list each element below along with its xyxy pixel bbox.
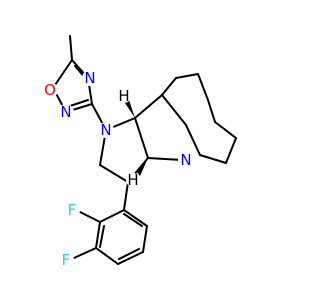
svg-text:N: N: [100, 121, 111, 139]
bond-cage-top: [175, 73, 199, 79]
atom-h-lower: H: [126, 171, 140, 189]
bond-right-1: [207, 99, 216, 123]
wedge-h-lower: [137, 158, 148, 176]
svg-text:O: O: [44, 81, 56, 99]
bond-o1-c5: [52, 59, 73, 89]
atom-f-upper: F: [64, 201, 80, 219]
atom-labels: N O N N H N H: [42, 69, 194, 269]
bond-ar-c4-c5: [117, 251, 144, 265]
atom-o-oxadiazole: O: [42, 81, 58, 99]
svg-text:H: H: [118, 87, 129, 105]
bond-c7-bridgehead: [161, 77, 177, 96]
bond-bridge-to-n: [185, 124, 201, 156]
bond-cage-top-right: [197, 73, 209, 101]
bond-c7-bridge: [161, 94, 187, 126]
bond-ar-c1-c2: [99, 209, 125, 223]
bond-f-upper: [79, 211, 101, 223]
svg-text:H: H: [127, 171, 138, 189]
svg-text:N: N: [84, 69, 95, 87]
bond-c7a-c7: [134, 94, 163, 119]
molecule-structure: N O N N H N H: [42, 35, 237, 269]
stereo-bonds: [125, 100, 148, 176]
atom-h-upper: H: [117, 87, 131, 105]
atom-n-pyrrolidine: N: [98, 121, 114, 139]
bond-ar-c6-c1-double: [123, 213, 143, 227]
atom-n-quinuclidine: N: [178, 151, 194, 169]
bond-c2-c3: [99, 164, 129, 183]
atom-n-oxadiazole-bottom: N: [58, 103, 74, 121]
bond-right-2: [214, 121, 237, 139]
bond-methyl: [69, 35, 73, 61]
svg-text:F: F: [68, 201, 77, 219]
molecule-canvas: N O N N H N H: [42, 35, 237, 269]
atom-n-oxadiazole-top: N: [82, 69, 98, 87]
bond-ar-c3-c4: [95, 247, 119, 265]
svg-text:N: N: [180, 151, 191, 169]
bond-c3-aryl: [123, 181, 129, 211]
bond-c3a-nq: [147, 157, 183, 161]
bonds: [52, 35, 237, 265]
bond-ar-c4-c5-double: [118, 248, 140, 260]
bond-right-to-n: [199, 154, 227, 164]
bond-ar-c2-c3: [95, 221, 101, 249]
wedge-h-upper: [125, 100, 135, 118]
bond-ar-c2-c3-double: [99, 225, 105, 248]
bond-ar-c6-c1: [123, 209, 148, 227]
bond-ar-c5-c6: [142, 225, 148, 253]
svg-text:N: N: [60, 103, 71, 121]
bond-c3a-c7a: [134, 117, 149, 159]
bond-f-lower: [73, 247, 97, 259]
bond-right-3: [225, 137, 237, 164]
svg-text:F: F: [62, 251, 71, 269]
atom-f-lower: F: [58, 251, 74, 269]
